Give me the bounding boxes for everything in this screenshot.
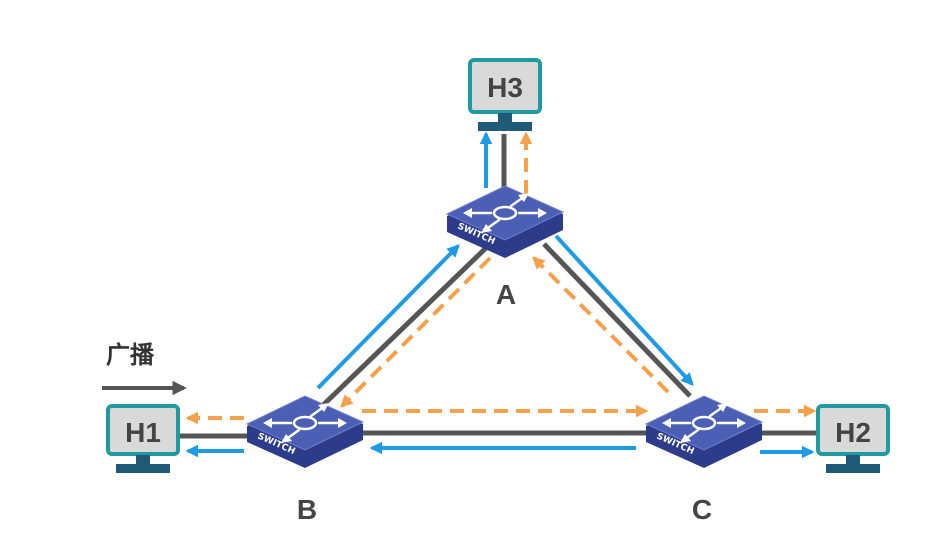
orange-arrow-a-to-b bbox=[340, 256, 492, 408]
host-h3-stand bbox=[498, 113, 512, 123]
host-h1-label: H1 bbox=[125, 417, 161, 448]
host-h1-stand bbox=[136, 455, 150, 465]
host-h2-monitor bbox=[816, 404, 890, 456]
host-h3-base bbox=[478, 122, 532, 131]
switch-b-name: B bbox=[297, 494, 317, 525]
host-h2-label: H2 bbox=[835, 417, 871, 448]
switch-b[interactable]: SWITCH B bbox=[245, 394, 365, 525]
switch-c[interactable]: SWITCH C bbox=[644, 394, 764, 525]
broadcast-indicator: 广播 bbox=[102, 341, 187, 396]
host-h1-base bbox=[116, 464, 170, 473]
blue-arrow-b-to-a bbox=[316, 244, 460, 390]
broadcast-label: 广播 bbox=[106, 341, 155, 369]
switch-c-name: C bbox=[692, 494, 712, 525]
switch-arrows-icon bbox=[644, 394, 764, 470]
host-h2-base bbox=[826, 464, 880, 473]
host-h1[interactable]: H1 bbox=[106, 404, 180, 473]
host-h3-label: H3 bbox=[487, 72, 523, 103]
host-h1-monitor bbox=[106, 404, 180, 456]
host-h2[interactable]: H2 bbox=[816, 404, 890, 473]
links bbox=[178, 134, 818, 439]
orange-flow bbox=[185, 131, 817, 425]
host-h2-stand bbox=[846, 455, 860, 465]
host-h3[interactable]: H3 bbox=[468, 58, 542, 131]
link-a-c bbox=[542, 242, 692, 398]
blue-arrow-a-to-c bbox=[554, 234, 694, 386]
link-a-b bbox=[316, 244, 490, 412]
switch-arrows-icon bbox=[245, 394, 365, 470]
host-h3-monitor bbox=[468, 58, 542, 114]
switch-a-name: A bbox=[496, 279, 516, 310]
orange-arrow-c-to-a bbox=[532, 256, 670, 394]
blue-flow bbox=[185, 131, 815, 459]
